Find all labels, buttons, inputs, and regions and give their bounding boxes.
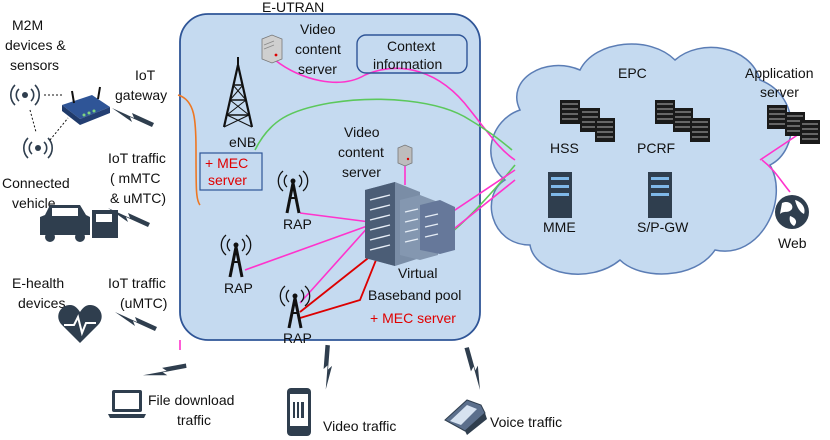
server-icon [397, 144, 413, 167]
baseband-pool-icon [365, 182, 455, 266]
svg-text:( mMTC: ( mMTC [110, 170, 161, 186]
rap-label: RAP [283, 216, 312, 232]
router-icon [62, 86, 110, 125]
sensor-icon [10, 84, 40, 106]
hss-label: HSS [550, 140, 579, 156]
context-info-label: Context information [373, 38, 442, 72]
heart-icon [58, 305, 102, 343]
svg-text:devices: devices [18, 295, 65, 311]
sensor-icon [23, 137, 53, 159]
enb-mec-box [199, 152, 263, 191]
svg-text:Video: Video [344, 124, 380, 140]
svg-text:(uMTC): (uMTC) [120, 295, 167, 311]
svg-text:IoT: IoT [135, 67, 156, 83]
m2m-sensors [10, 84, 110, 159]
voice-traffic-label: Voice traffic [490, 414, 562, 430]
svg-text:devices &: devices & [5, 37, 66, 53]
epc-title: EPC [618, 65, 647, 81]
ehealth-label: E-health devices [12, 275, 65, 311]
svg-text:+ MEC server: + MEC server [370, 310, 456, 326]
m2m-label: M2M devices & sensors [5, 17, 66, 73]
web-label: Web [778, 235, 807, 251]
svg-text:server: server [342, 164, 381, 180]
connected-vehicle-label: Connected vehicle [2, 175, 70, 211]
phone-icon [287, 388, 311, 436]
laptop-icon [108, 390, 146, 418]
svg-text:File download: File download [148, 392, 234, 408]
lightning-icon [311, 343, 344, 390]
svg-text:E-health: E-health [12, 275, 64, 291]
svg-text:content: content [295, 41, 341, 57]
lightning-icon [112, 108, 154, 127]
svg-text:IoT traffic: IoT traffic [108, 150, 166, 166]
enb-label: eNB [229, 134, 256, 150]
mme-label: MME [543, 219, 576, 235]
video-server-top-label: Video content server [295, 21, 341, 77]
svg-text:& uMTC): & uMTC) [110, 190, 166, 206]
svg-text:Connected: Connected [2, 175, 70, 191]
lightning-icon [452, 345, 495, 390]
video-server-mid-label: Video content server [338, 124, 384, 180]
video-traffic-label: Video traffic [323, 418, 396, 434]
svg-text:IoT traffic: IoT traffic [108, 275, 166, 291]
spgw-label: S/P-GW [637, 219, 689, 235]
globe-icon [775, 195, 809, 229]
svg-text:+ MEC: + MEC [205, 155, 248, 171]
svg-text:Context: Context [387, 38, 435, 54]
server-icon [261, 34, 283, 64]
enb-tower-icon [222, 57, 254, 128]
eutran-title: E-UTRAN [262, 0, 324, 15]
file-download-label: File download traffic [148, 392, 234, 428]
svg-text:gateway: gateway [115, 87, 167, 103]
mme-rack-icon [548, 172, 572, 218]
spgw-rack-icon [648, 172, 672, 218]
context-info-box [356, 34, 468, 74]
svg-text:Virtual: Virtual [398, 265, 437, 281]
svg-text:sensors: sensors [10, 57, 59, 73]
svg-text:Application: Application [745, 65, 814, 81]
svg-text:server: server [760, 84, 799, 100]
svg-text:information: information [373, 56, 442, 72]
enb-mec-label: + MEC server [205, 155, 248, 188]
iot-traffic-mmtc-label: IoT traffic ( mMTC & uMTC) [108, 150, 166, 206]
pcrf-label: PCRF [637, 140, 675, 156]
svg-text:traffic: traffic [177, 412, 211, 428]
svg-text:content: content [338, 144, 384, 160]
svg-text:vehicle: vehicle [12, 195, 56, 211]
iot-gateway-label: IoT gateway [115, 67, 167, 103]
svg-text:server: server [298, 61, 337, 77]
svg-text:Video: Video [300, 21, 336, 37]
flip-phone-icon [444, 399, 487, 435]
baseband-label: Virtual Baseband pool + MEC server [368, 265, 461, 326]
rap-label: RAP [283, 330, 312, 346]
iot-traffic-umtc-label: IoT traffic (uMTC) [108, 275, 167, 311]
app-server-label: Application server [745, 65, 814, 100]
lightning-icon [142, 351, 189, 391]
lightning-icon [115, 312, 157, 331]
car-icon [40, 205, 118, 242]
rap-label: RAP [224, 280, 253, 296]
svg-text:Baseband pool: Baseband pool [368, 287, 461, 303]
svg-text:server: server [208, 172, 247, 188]
svg-text:M2M: M2M [12, 17, 43, 33]
